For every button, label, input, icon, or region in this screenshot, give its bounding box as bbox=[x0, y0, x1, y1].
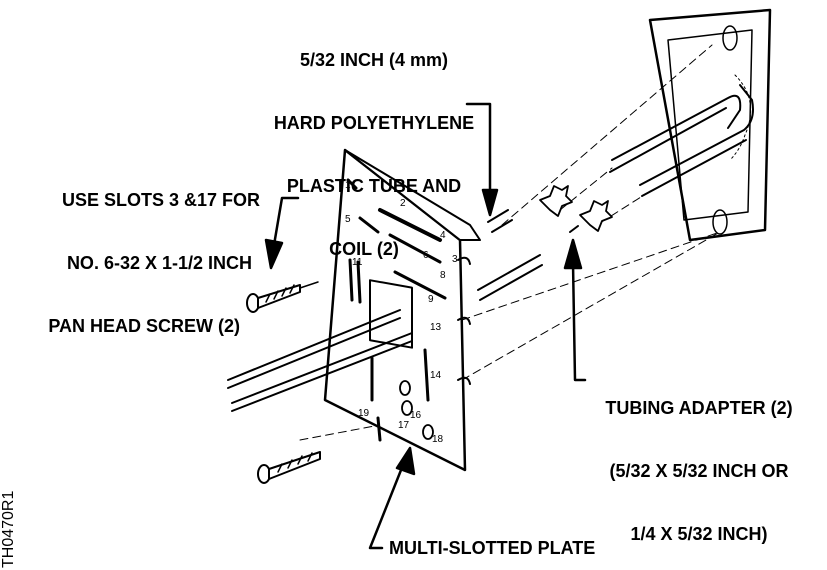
slot-number-16: 16 bbox=[410, 410, 422, 421]
tube-coil-in-outlet bbox=[609, 84, 754, 197]
wall-outlet-box bbox=[648, 8, 772, 242]
slot-number-4: 4 bbox=[440, 230, 446, 241]
tubing-adapter-label-line-1: TUBING ADAPTER (2) bbox=[605, 398, 793, 418]
tubing-adapters bbox=[539, 185, 613, 233]
slot-numbers: 1 2 3 4 5 6 8 9 11 13 14 16 17 18 19 bbox=[345, 180, 458, 445]
tube-label-line-2: HARD POLYETHYLENE bbox=[273, 113, 475, 133]
slot-number-13: 13 bbox=[430, 322, 442, 333]
slot-number-2: 2 bbox=[400, 198, 406, 209]
plastic-tubes bbox=[227, 209, 543, 412]
slot-number-1: 1 bbox=[345, 180, 351, 191]
tube-label: 5/32 INCH (4 mm) HARD POLYETHYLENE PLAST… bbox=[250, 8, 498, 281]
slot-number-11: 11 bbox=[352, 257, 363, 268]
multi-slotted-plate-label: MULTI-SLOTTED PLATE bbox=[389, 538, 596, 558]
pan-head-screws bbox=[246, 281, 321, 484]
slot-number-14: 14 bbox=[430, 370, 442, 381]
tubing-adapter-label: TUBING ADAPTER (2) (5/32 X 5/32 INCH OR … bbox=[584, 356, 814, 566]
slot-number-3: 3 bbox=[452, 254, 458, 265]
tubing-adapter-label-line-2: (5/32 X 5/32 INCH OR bbox=[609, 461, 789, 481]
slot-number-19: 19 bbox=[358, 408, 370, 419]
screw-slots-label-line-2: NO. 6-32 X 1-1/2 INCH bbox=[66, 253, 252, 273]
tube-label-line-4: COIL (2) bbox=[329, 239, 399, 259]
screw-slots-label-line-1: USE SLOTS 3 &17 FOR bbox=[61, 190, 260, 210]
screw-slots-label: USE SLOTS 3 &17 FOR NO. 6-32 X 1-1/2 INC… bbox=[0, 148, 260, 358]
tubing-adapter-label-line-3: 1/4 X 5/32 INCH) bbox=[630, 524, 768, 544]
slot-number-18: 18 bbox=[432, 434, 444, 445]
slot-number-17: 17 bbox=[398, 420, 410, 431]
screw-slots-label-line-3: PAN HEAD SCREW (2) bbox=[48, 316, 240, 336]
tube-label-line-3: PLASTIC TUBE AND bbox=[286, 176, 462, 196]
leader-lines bbox=[264, 102, 587, 550]
tube-label-line-1: 5/32 INCH (4 mm) bbox=[299, 50, 449, 70]
alignment-lines bbox=[299, 44, 721, 441]
slot-number-9: 9 bbox=[428, 294, 434, 305]
slot-number-6: 6 bbox=[423, 250, 429, 261]
slot-number-8: 8 bbox=[440, 270, 446, 281]
figure-id: TH0470R1 bbox=[0, 490, 17, 568]
slot-number-5: 5 bbox=[345, 214, 351, 225]
